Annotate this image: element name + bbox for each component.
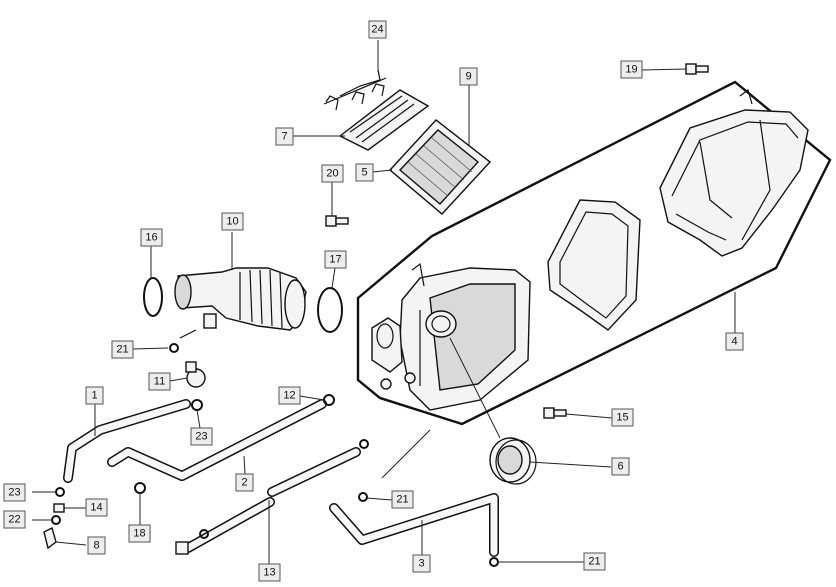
hose-13 bbox=[183, 497, 275, 553]
callout-23-lower-text: 22 bbox=[8, 514, 20, 526]
callout-8: 8 bbox=[87, 536, 106, 555]
clamp-21-low bbox=[489, 557, 499, 567]
callout-21-top-text: 21 bbox=[116, 344, 128, 356]
callout-14: 14 bbox=[85, 498, 108, 517]
callout-18-text: 18 bbox=[133, 528, 145, 540]
callout-23-upper: 23 bbox=[3, 483, 26, 502]
bolt-15 bbox=[543, 407, 567, 419]
callout-11-text: 11 bbox=[154, 376, 165, 388]
air-cleaner-upper-cover bbox=[659, 88, 809, 257]
clamp-side bbox=[359, 439, 369, 449]
callout-2: 2 bbox=[235, 473, 254, 492]
callout-17-text: 17 bbox=[329, 254, 341, 266]
housing-gasket bbox=[547, 199, 641, 331]
callout-12-text: 12 bbox=[283, 390, 295, 402]
callout-5-text: 5 bbox=[361, 167, 367, 179]
callout-3-text: 3 bbox=[418, 558, 424, 570]
callout-13: 13 bbox=[258, 563, 281, 582]
callout-9-text: 9 bbox=[465, 71, 471, 83]
callout-22-text: 23 bbox=[195, 431, 207, 443]
callout-24: 24 bbox=[368, 20, 387, 39]
clamp-22 bbox=[191, 399, 203, 411]
callout-3: 3 bbox=[412, 554, 431, 573]
intake-ring bbox=[489, 437, 537, 485]
callout-12: 12 bbox=[278, 386, 301, 405]
callout-10: 10 bbox=[221, 212, 244, 231]
callout-13-text: 13 bbox=[263, 567, 275, 579]
callout-21-low: 21 bbox=[583, 552, 606, 571]
hose-2b bbox=[267, 447, 361, 497]
callout-21-mid-text: 21 bbox=[396, 494, 408, 506]
callout-1: 1 bbox=[85, 386, 104, 405]
callout-20: 20 bbox=[321, 164, 344, 183]
callout-21-low-text: 21 bbox=[588, 556, 600, 568]
housing-assembly-outline bbox=[356, 80, 832, 426]
callout-9: 9 bbox=[459, 67, 478, 86]
clamp-18 bbox=[134, 482, 146, 494]
bolt-19 bbox=[685, 63, 709, 75]
callout-4: 4 bbox=[725, 332, 744, 351]
callout-4-text: 4 bbox=[731, 336, 737, 348]
retaining-clips bbox=[323, 69, 387, 111]
callout-15: 15 bbox=[611, 408, 634, 427]
callout-6: 6 bbox=[611, 457, 630, 476]
callout-22: 23 bbox=[190, 427, 213, 446]
callout-19-text: 19 bbox=[625, 64, 637, 76]
callout-10-text: 10 bbox=[226, 216, 238, 228]
callout-16: 16 bbox=[140, 228, 163, 247]
callout-23-lower: 22 bbox=[3, 510, 26, 529]
leader-lines bbox=[32, 40, 736, 564]
bolt-20 bbox=[325, 215, 349, 227]
callout-20-text: 20 bbox=[326, 168, 338, 180]
connector-13 bbox=[175, 541, 189, 555]
clamp-21-mid bbox=[358, 492, 368, 502]
intake-bellows bbox=[174, 267, 307, 331]
clamp-12 bbox=[323, 394, 335, 406]
filter-plate bbox=[338, 89, 430, 151]
callout-19: 19 bbox=[620, 60, 643, 79]
callout-7: 7 bbox=[275, 127, 294, 146]
air-filter-element bbox=[388, 119, 492, 215]
clamp-21-top bbox=[169, 343, 179, 353]
callout-24-text: 24 bbox=[371, 24, 383, 36]
hose-3 bbox=[329, 493, 499, 557]
hose-2 bbox=[107, 399, 327, 481]
hose-clamp-17 bbox=[317, 287, 343, 333]
callout-17: 17 bbox=[324, 250, 347, 269]
hose-1 bbox=[63, 399, 191, 483]
callout-16-text: 16 bbox=[145, 232, 157, 244]
callout-8-text: 8 bbox=[93, 540, 99, 552]
callout-6-text: 6 bbox=[617, 461, 623, 473]
callout-11: 11 bbox=[148, 372, 171, 391]
callout-1-text: 1 bbox=[91, 390, 97, 402]
callout-18: 18 bbox=[128, 524, 151, 543]
callout-23-upper-text: 23 bbox=[8, 487, 20, 499]
clamp-13 bbox=[199, 529, 209, 539]
fitting-11 bbox=[185, 361, 206, 388]
hose-clamp-16 bbox=[143, 277, 163, 317]
callout-7-text: 7 bbox=[281, 131, 287, 143]
callout-5: 5 bbox=[355, 163, 374, 182]
callout-21-top: 21 bbox=[111, 340, 134, 359]
air-cleaner-lower-body bbox=[371, 262, 531, 411]
callout-2-text: 2 bbox=[241, 477, 247, 489]
callout-15-text: 15 bbox=[616, 412, 628, 424]
callout-14-text: 14 bbox=[90, 502, 102, 514]
callout-21-mid: 21 bbox=[391, 490, 414, 509]
small-parts-14-23-8 bbox=[43, 487, 65, 550]
